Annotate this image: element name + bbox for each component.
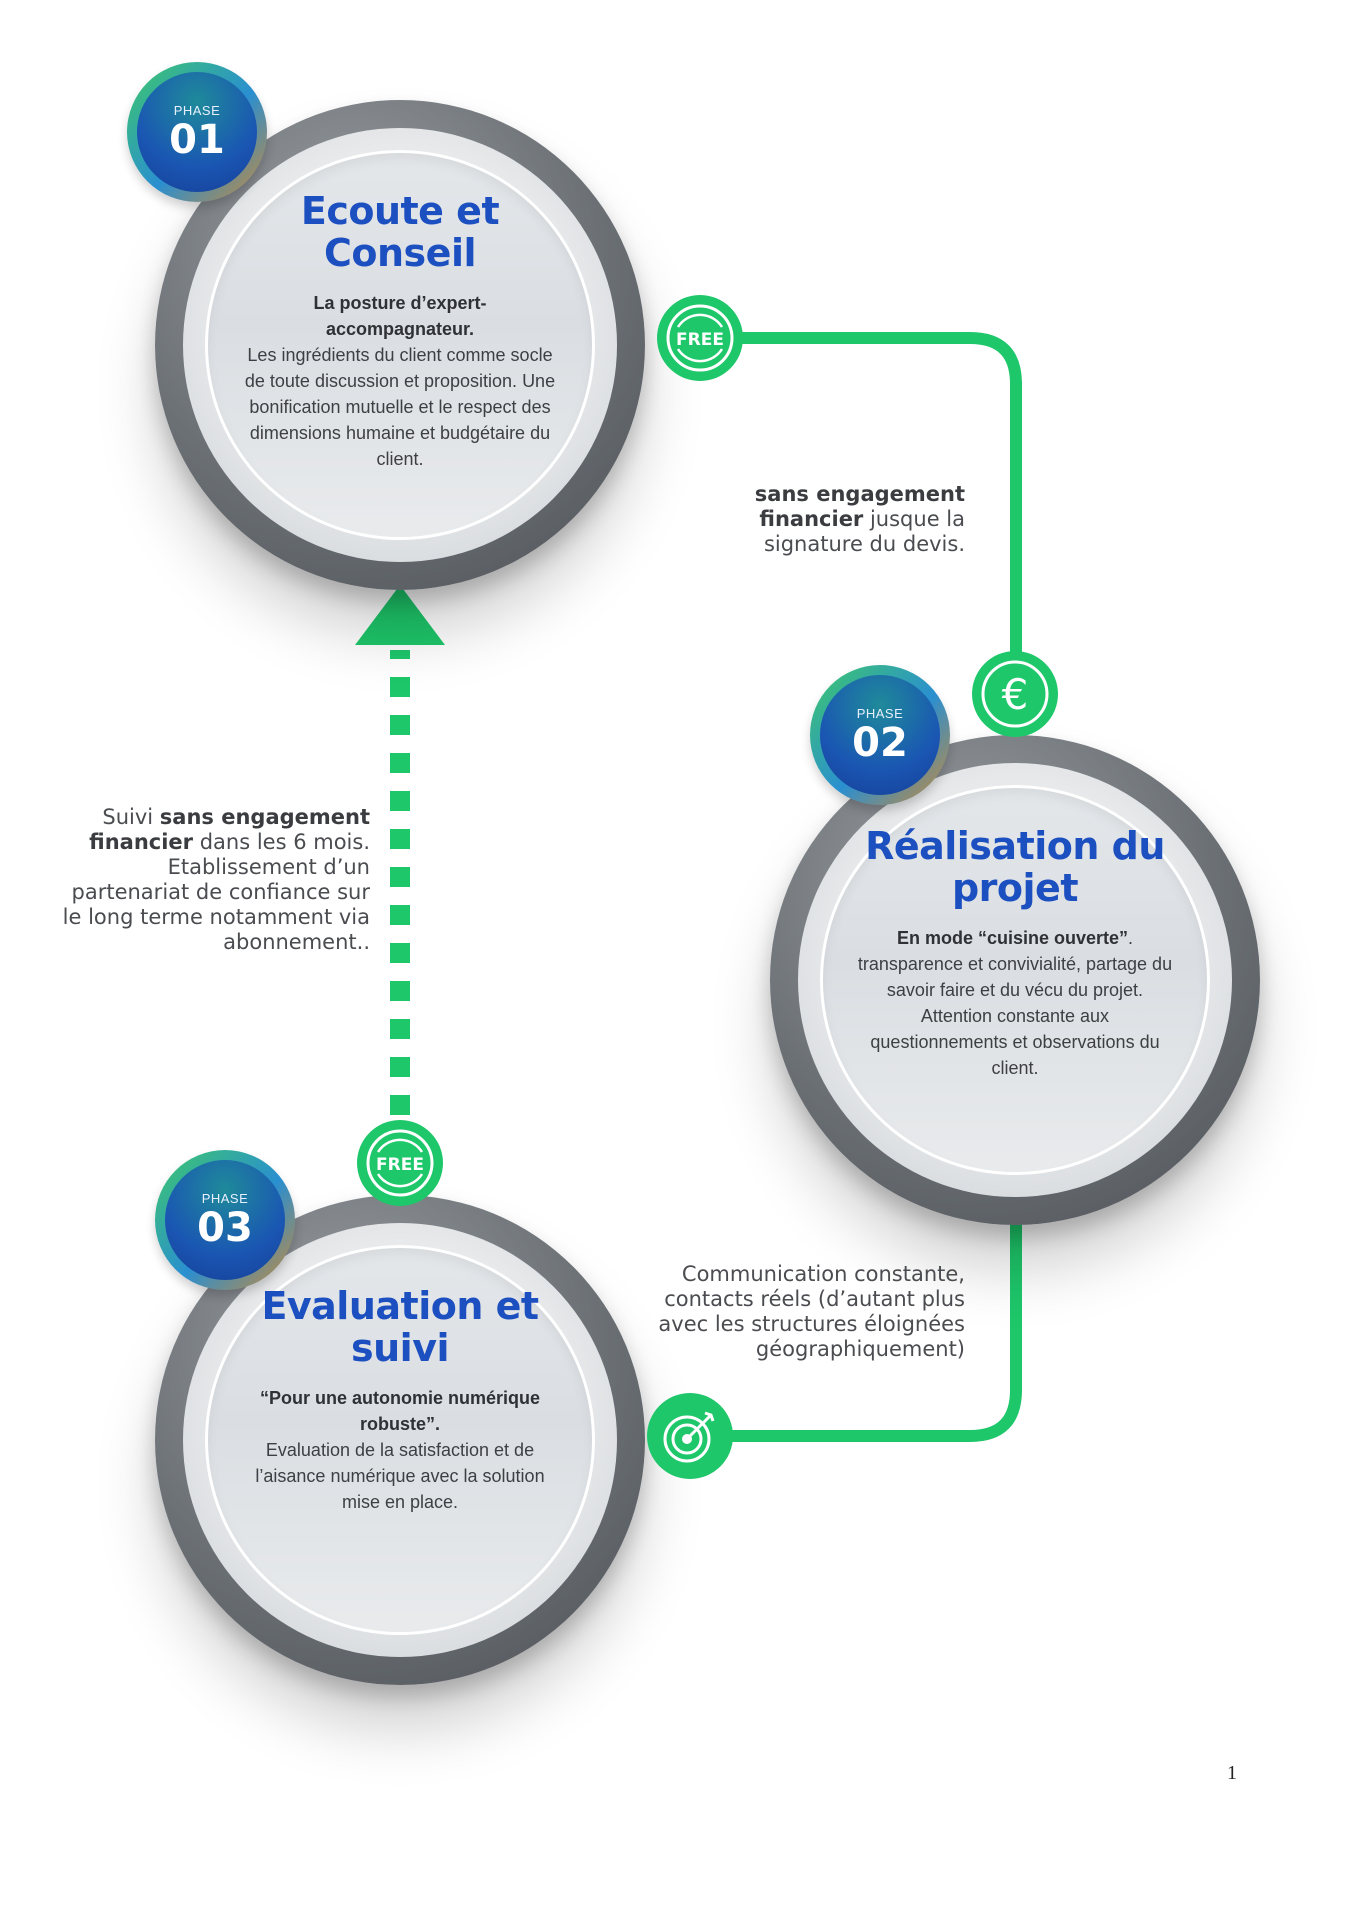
badge-number: 01 [169,116,225,163]
phase-description-text: Les ingrédients du client comme socle de… [244,345,556,469]
phase-description-bold: La posture d’expert-accompagnateur. [313,293,487,339]
phase-description: “Pour une autonomie numérique robuste”. … [240,1385,560,1515]
badge-label: PHASE [856,705,904,721]
phase-title: Ecoute et Conseil [300,189,500,275]
free-label: FREE [676,330,724,350]
suivi-note: Suivi sans engagement financier dans les… [60,805,370,955]
phase-01-circle: Ecoute et Conseil La posture d’expert-ac… [155,100,645,590]
phase-03-badge: PHASE 03 [155,1150,295,1290]
badge-number: 02 [852,719,908,766]
phase-description: La posture d’expert-accompagnateur. Les … [240,290,560,472]
badge-label: PHASE [173,102,221,118]
phase-description: En mode “cuisine ouverte”. transparence … [855,925,1175,1081]
phase-description-text: Evaluation de la satisfaction et de l’ai… [255,1440,545,1512]
engagement-note-text: jusque la signature du devis. [763,507,965,556]
euro-symbol: € [1002,670,1029,719]
phase-02-content: Réalisation du projet En mode “cuisine o… [820,785,1210,1175]
phase-01-badge: PHASE 01 [127,62,267,202]
page-number: 1 [1227,1762,1237,1784]
phase-description-bold: “Pour une autonomie numérique robuste”. [259,1388,541,1434]
phase-01-content: Ecoute et Conseil La posture d’expert-ac… [205,150,595,540]
free-icon: FREE [357,1120,443,1206]
phase-description-bold: En mode “cuisine ouverte” [896,928,1129,948]
phase-02-circle: Réalisation du projet En mode “cuisine o… [770,735,1260,1225]
engagement-note-bold: sans engagement financier [754,482,965,531]
communication-note: Communication constante, contacts réels … [640,1262,965,1362]
free-icon: FREE [657,295,743,381]
connector-phase2-to-phase3 [694,1219,1022,1442]
suivi-note-text: dans les 6 mois. Etablissement d’un part… [62,830,370,954]
phase-03-circle: Evaluation et suivi “Pour une autonomie … [155,1195,645,1685]
phase-description-text: . transparence et convivialité, partage … [857,928,1173,1078]
suivi-note-bold: sans engagement financier [89,805,370,854]
communication-note-text: Communication constante, contacts réels … [658,1262,965,1361]
badge-number: 03 [197,1204,253,1251]
phase-title: Réalisation du projet [865,824,1165,910]
suivi-note-prefix: Suivi [102,805,160,829]
phase-02-badge: PHASE 02 [810,665,950,805]
phase-03-content: Evaluation et suivi “Pour une autonomie … [205,1245,595,1635]
engagement-note: sans engagement financier jusque la sign… [725,482,965,557]
free-label: FREE [376,1155,424,1175]
target-icon [647,1393,733,1479]
return-arrow-head [355,585,445,645]
badge-label: PHASE [201,1190,249,1206]
phase-title: Evaluation et suivi [261,1284,539,1370]
euro-icon: € [972,651,1058,737]
connector-phase1-to-phase2 [694,332,1022,686]
